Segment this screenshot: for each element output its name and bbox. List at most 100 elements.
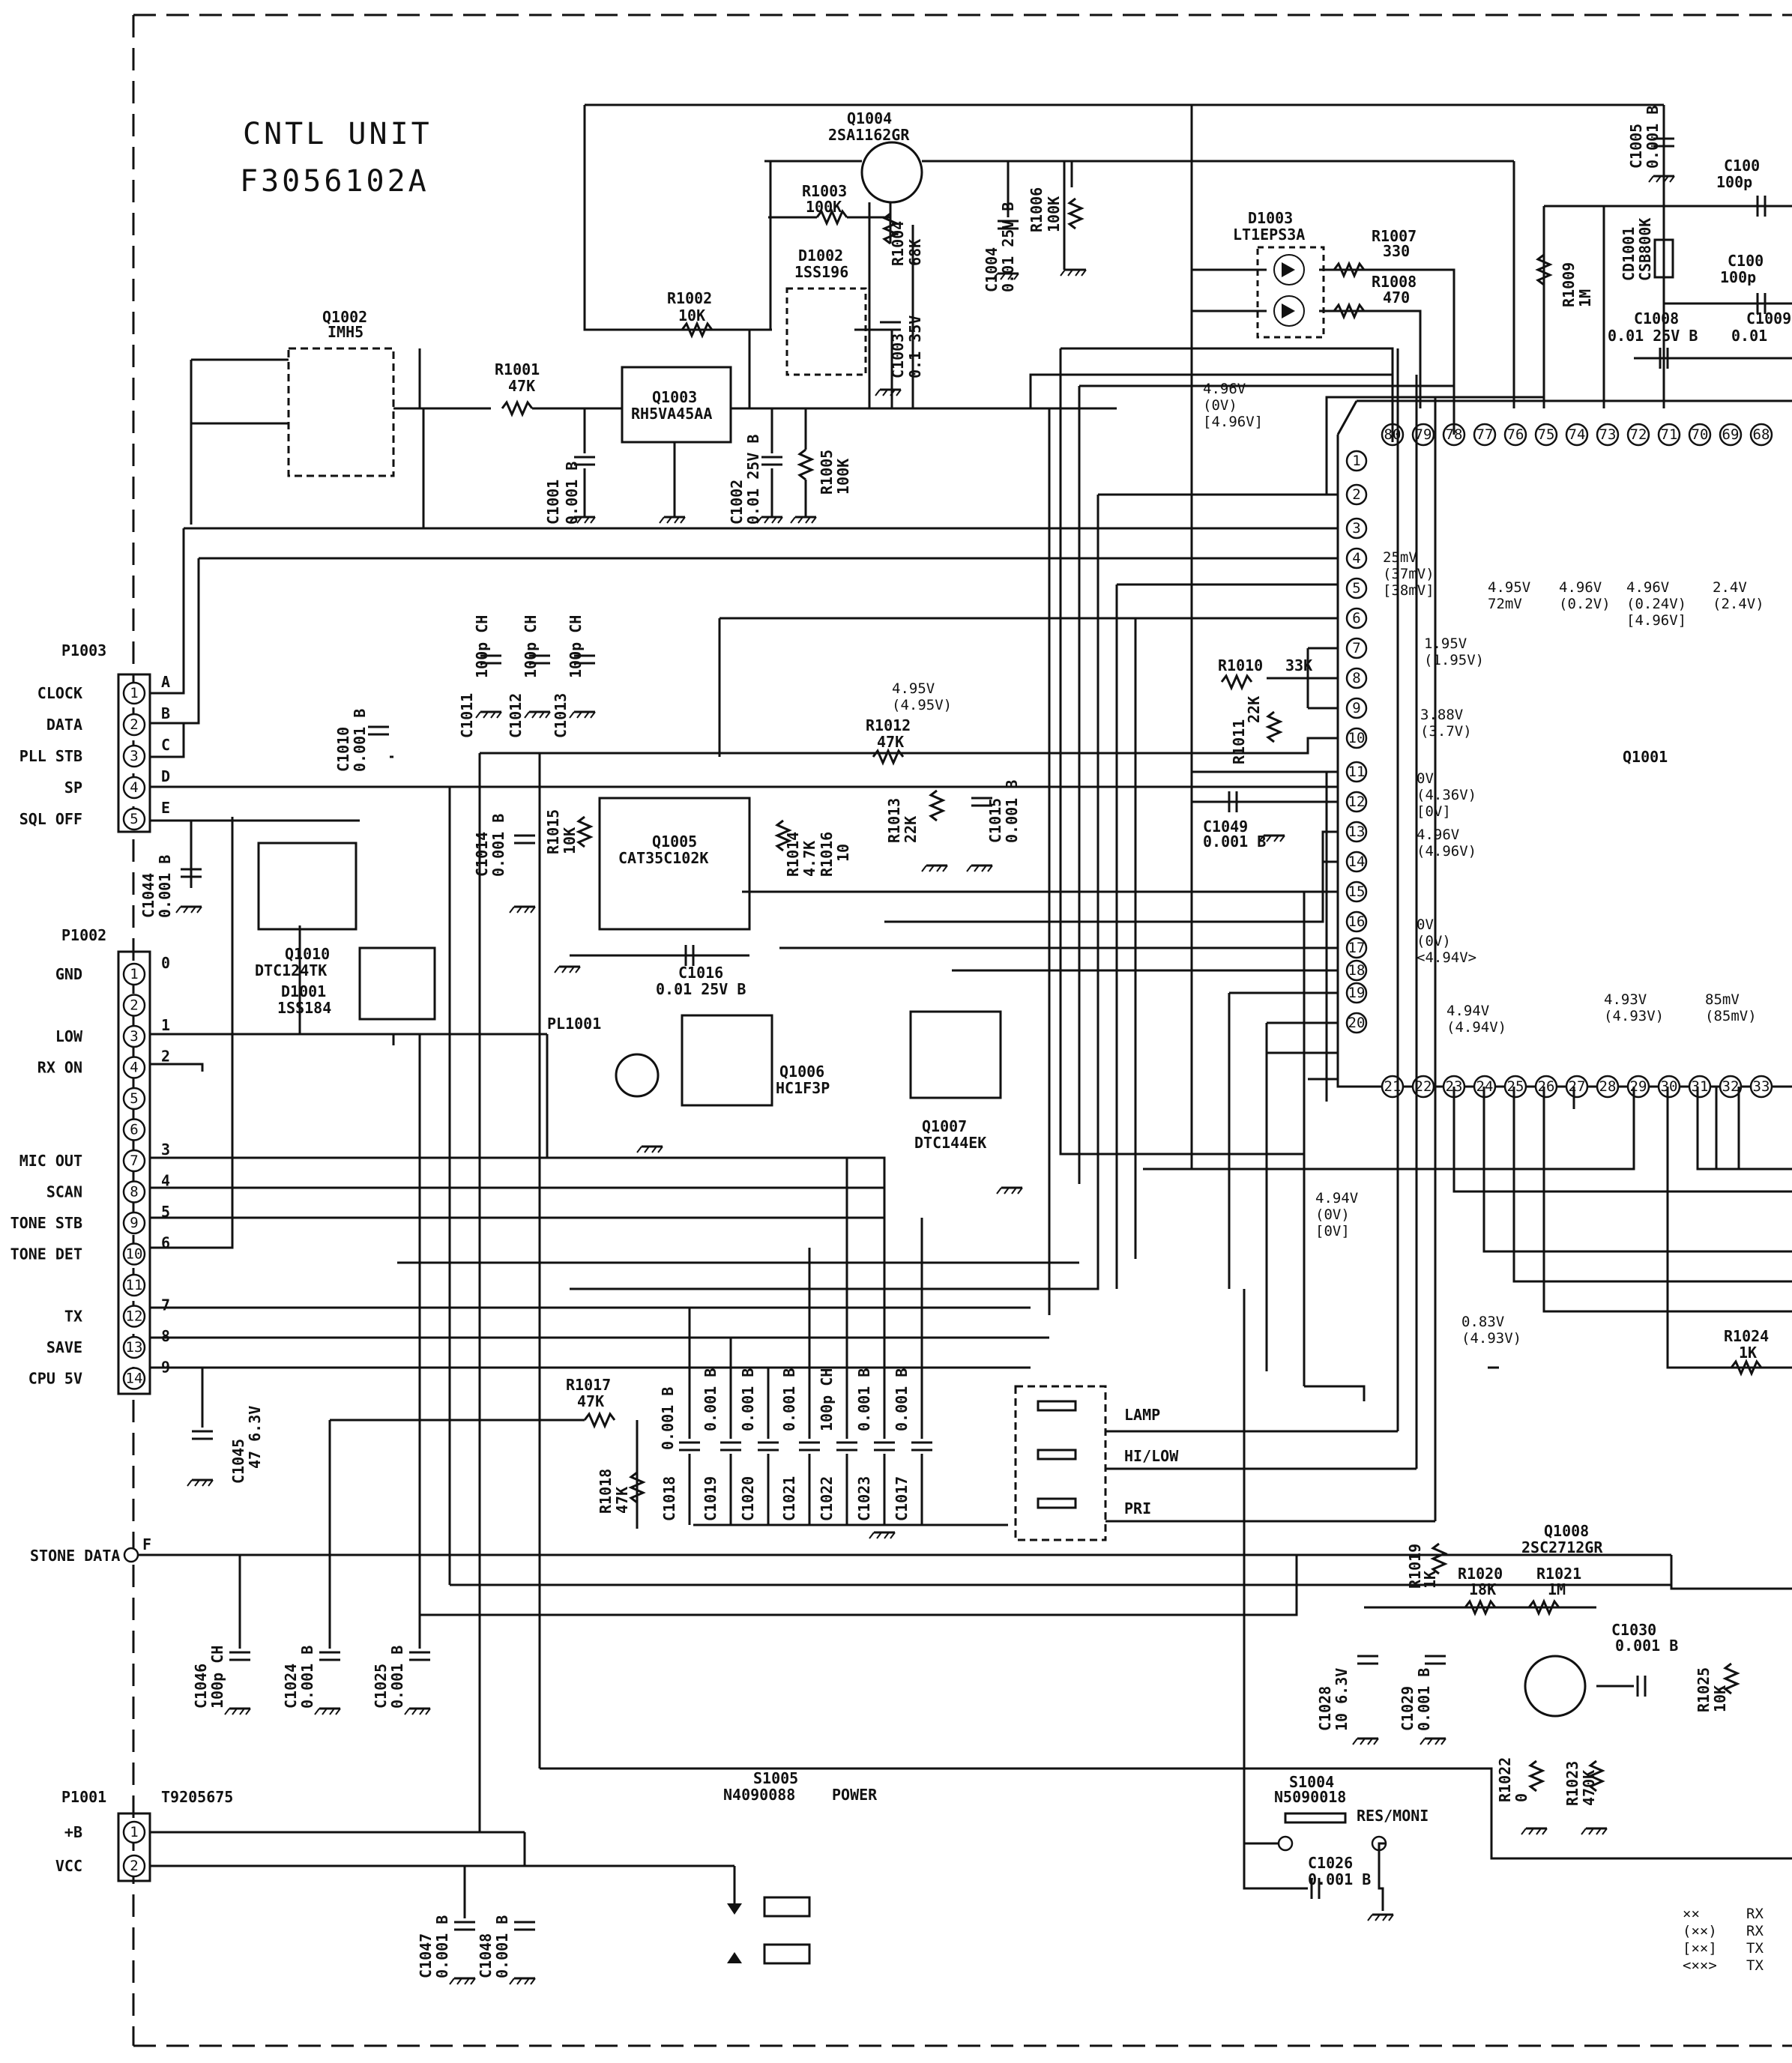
c1003-val: 0.1 35V (906, 315, 924, 378)
p1002-pin-12 (122, 1305, 146, 1328)
q1001-pin-15 (1345, 881, 1368, 903)
c1023-val: 0.001 B (855, 1368, 873, 1431)
q1005-block: Q1005 CAT35C102K (598, 797, 751, 931)
mid-caps: C1011 100p CH C1012 100p CH C1013 100p C… (458, 615, 1021, 998)
wire-letter: E (161, 799, 170, 817)
c1018-val: 0.001 B (659, 1387, 677, 1450)
c1005-val: 0.001 B (1644, 106, 1662, 169)
q1004-ref: Q1004 (847, 109, 892, 127)
top-right-parts: R1009 1M C1005 0.001 B CD1001 CSB800K C1… (1536, 106, 1791, 370)
q1003-block: R1001 47K Q1003 RH5VA45AA C1001 0.001 B (495, 360, 779, 525)
pin-label: SCAN (46, 1183, 82, 1201)
pin-label: CLOCK (37, 684, 82, 702)
c1001-ref: C1001 (544, 480, 562, 525)
q1006-ref: Q1006 (779, 1063, 824, 1081)
r1004-val: 68K (906, 239, 924, 266)
q1001-pin-num: 13 (1348, 824, 1366, 840)
q1002-part: IMH5 (328, 323, 363, 341)
q1001-pin-num: 17 (1348, 940, 1366, 956)
wire-letter: 0 (161, 954, 170, 972)
q1001-pin-num: 69 (1722, 426, 1740, 443)
connector-p1001: P1001 T9205675 C1047 0.001 B C1048 0.001… (61, 753, 736, 1986)
ic-left-nets (184, 493, 1339, 1386)
c1016-ref: C1016 (678, 964, 723, 982)
q1001-pin-num: 1 (1352, 453, 1360, 469)
voltage-reading: [4.96V] (1626, 612, 1686, 629)
s1005-power-switch[interactable]: S1005 N4090088 POWER (723, 1769, 878, 1965)
q1001-pin-num: 72 (1630, 426, 1647, 443)
p1002-ref: P1002 (61, 926, 106, 944)
q1001-pin-13 (1345, 821, 1368, 843)
p1002-pin-8 (122, 1180, 146, 1203)
c1019-ref: C1019 (702, 1476, 719, 1521)
key-switch-cluster (1014, 348, 1437, 1541)
c1017-ref: C1017 (893, 1476, 911, 1521)
pin-number: 2 (130, 1858, 138, 1874)
q1001-pin-18 (1345, 959, 1368, 982)
q1008-part: 2SC2712GR (1521, 1538, 1603, 1556)
wire-letter: D (161, 767, 170, 785)
q1001-pin-76 (1503, 423, 1527, 447)
p1002-pin-3 (122, 1024, 146, 1048)
voltage-reading: (0V) (1417, 933, 1451, 949)
voltage-reading: 4.96V (1626, 579, 1669, 596)
pin-label: RX ON (37, 1059, 82, 1077)
c1020-ref: C1020 (739, 1476, 757, 1521)
r1023-ref: R1023 (1563, 1761, 1581, 1806)
voltage-reading: 25mV (1383, 549, 1417, 566)
q1001-label: Q1001 (1623, 748, 1668, 766)
r1002-ref: R1002 (667, 289, 712, 307)
voltage-reading: (2.4V) (1713, 596, 1764, 612)
c1026-val: 0.001 B (1308, 1870, 1371, 1888)
voltage-reading: 1.95V (1424, 635, 1467, 652)
q1001-pin-3 (1345, 517, 1368, 540)
q1001-pin-20 (1345, 1012, 1368, 1034)
r1004-ref: R1004 (889, 221, 907, 266)
q1001-pin-num: 79 (1415, 426, 1432, 443)
r1005-val: 100K (834, 459, 852, 495)
q1001-pin-2 (1345, 483, 1368, 506)
pin-label: LOW (55, 1027, 83, 1045)
voltage-reading: 85mV (1705, 991, 1740, 1008)
c1011-ref: C1011 (458, 693, 476, 738)
voltage-reading: [38mV] (1383, 582, 1434, 599)
q1001-pin-num: 19 (1348, 985, 1366, 1001)
c1030-ref: C1030 (1611, 1621, 1656, 1639)
d1003-ref: D1003 (1248, 209, 1293, 227)
r1022-val: 0 (1512, 1793, 1530, 1802)
pin-label: MIC OUT (19, 1152, 82, 1170)
unit-part-number: F3056102A (240, 164, 429, 199)
legend-mode: RX (1746, 1923, 1764, 1939)
pin-number: 7 (130, 1153, 138, 1169)
q1001-pin-70 (1688, 423, 1712, 447)
c1047-val: 0.001 B (433, 1915, 451, 1978)
r1025-ref: R1025 (1695, 1667, 1713, 1712)
s1004-res-moni-switch[interactable]: S1004 N5090018 RES/MONI C1026 0.001 B (1243, 1289, 1429, 1922)
p1002-pin-4 (122, 1056, 146, 1079)
p1002-pin-7 (122, 1149, 146, 1173)
q1006-part: HC1F3P (776, 1079, 830, 1097)
q1001-pin-7 (1345, 637, 1368, 659)
c1002-val: 0.01 25V B (744, 435, 762, 525)
voltage-reading: (4.93V) (1604, 1008, 1664, 1024)
pin-label: GND (55, 965, 82, 983)
q1001-pin-22 (1411, 1075, 1435, 1099)
switch-label: LAMP (1124, 1406, 1160, 1424)
c1021-val: 0.001 B (780, 1368, 798, 1431)
voltage-reading: (37mV) (1383, 566, 1434, 582)
stone-data-net: STONE DATA F C1046 100p CH (30, 1535, 1792, 1716)
legend-symbol: (××) (1683, 1923, 1717, 1939)
pin-number: 3 (130, 1028, 138, 1045)
r1012-val: 47K (877, 733, 904, 751)
cd1001-ref: CD1001 (1620, 227, 1638, 281)
r1008-val: 470 (1383, 289, 1410, 306)
q1001-pin-num: 75 (1538, 426, 1555, 443)
voltage-reading: [0V] (1417, 803, 1451, 820)
legend-mode: RX (1746, 1906, 1764, 1922)
q1001-pin-num: 25 (1507, 1078, 1524, 1095)
pin-number: 12 (126, 1308, 143, 1325)
q1001-pin-num: 6 (1352, 610, 1360, 626)
r1023-val: 470K (1580, 1770, 1598, 1806)
